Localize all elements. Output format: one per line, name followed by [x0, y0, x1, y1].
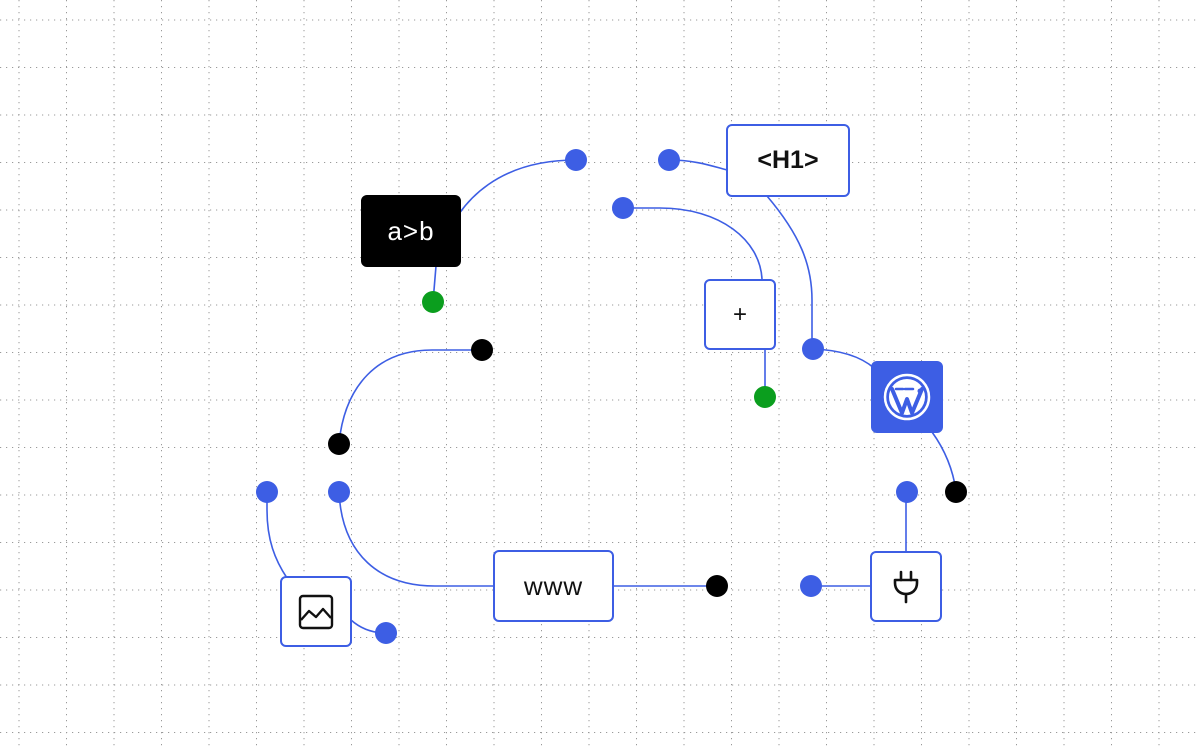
wordpress-node[interactable]: [871, 361, 943, 433]
web-node[interactable]: www: [493, 550, 614, 622]
add-node[interactable]: +: [704, 279, 776, 350]
code-node-label: a>b: [387, 215, 435, 246]
port-loop-start[interactable]: [471, 339, 493, 361]
port-image-output[interactable]: [375, 622, 397, 644]
port-plugin-output[interactable]: [896, 481, 918, 503]
add-node-label: +: [732, 300, 747, 328]
port-heading-input[interactable]: [658, 149, 680, 171]
heading-node-label: <H1>: [757, 146, 819, 174]
wire-port-to-add-node: [623, 207, 763, 280]
plugin-node[interactable]: [870, 551, 942, 622]
image-icon: [298, 594, 334, 629]
plug-icon: [893, 570, 919, 603]
wire-port-to-www: [338, 491, 494, 587]
port-www-output[interactable]: [706, 575, 728, 597]
port-plugin-input[interactable]: [800, 575, 822, 597]
port-add-output[interactable]: [754, 386, 776, 408]
web-node-label: www: [523, 570, 584, 601]
port-www-input[interactable]: [328, 481, 350, 503]
port-add-input[interactable]: [612, 197, 634, 219]
port-wordpress-input[interactable]: [802, 338, 824, 360]
heading-node[interactable]: <H1>: [726, 124, 850, 197]
wordpress-icon: [883, 373, 931, 421]
port-loop-end[interactable]: [328, 433, 350, 455]
port-code-input[interactable]: [422, 291, 444, 313]
code-node[interactable]: a>b: [361, 195, 461, 267]
wire-black-port-loop: [338, 349, 482, 444]
wire-heading-to-port: [766, 195, 813, 349]
port-code-output[interactable]: [565, 149, 587, 171]
image-node[interactable]: [280, 576, 352, 647]
port-image-input[interactable]: [256, 481, 278, 503]
wire-port-to-image: [266, 492, 288, 579]
port-wordpress-output[interactable]: [945, 481, 967, 503]
